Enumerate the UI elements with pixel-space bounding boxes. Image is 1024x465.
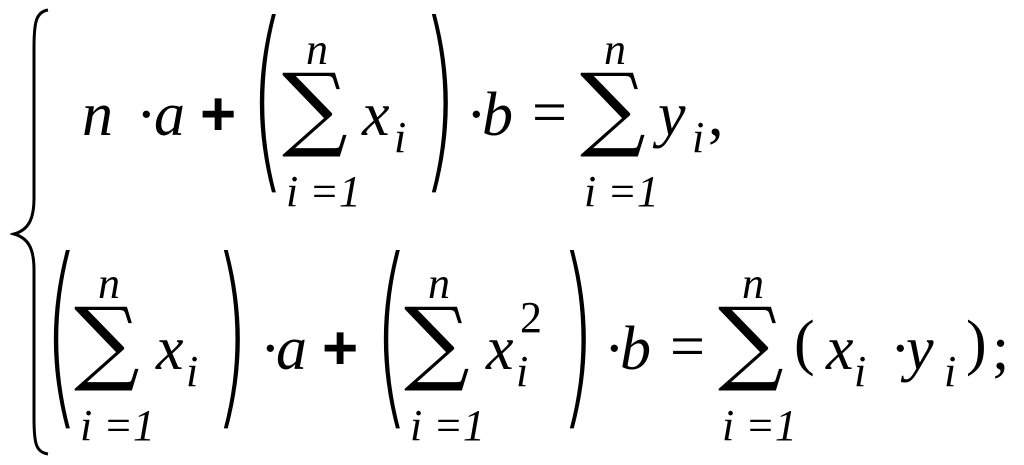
dot-operator: · — [136, 81, 157, 149]
dot-operator: · — [260, 315, 281, 383]
dot-operator: · — [890, 315, 911, 383]
var-y: y — [906, 315, 934, 383]
plus-operator: + — [200, 80, 237, 149]
plus-operator: + — [322, 314, 359, 383]
comma: , — [708, 81, 724, 149]
sum-symbol: ∑ — [718, 288, 784, 395]
dot-operator: · — [604, 315, 625, 383]
subscript-i: i — [516, 347, 529, 396]
equals-sign: = — [670, 313, 705, 381]
subscript-i: i — [394, 113, 407, 162]
var-x: x — [486, 315, 514, 383]
var-x: x — [156, 315, 184, 383]
var-x: x — [362, 81, 390, 149]
sum-upper-limit: n — [306, 25, 328, 74]
sum-symbol: ∑ — [282, 54, 348, 161]
var-x: x — [826, 315, 854, 383]
var-n: n — [82, 81, 113, 149]
var-a: a — [276, 315, 307, 383]
right-paren: ) — [214, 217, 250, 450]
sum-lower-limit: i =1 — [584, 167, 659, 216]
left-paren: ( — [794, 309, 815, 377]
sum-symbol: ∑ — [404, 288, 470, 395]
sum-upper-limit: n — [742, 259, 764, 308]
sum-lower-limit: i =1 — [80, 401, 155, 450]
left-paren: ( — [374, 217, 410, 450]
sum-upper-limit: n — [604, 25, 626, 74]
sum-upper-limit: n — [428, 259, 450, 308]
subscript-i: i — [944, 347, 957, 396]
sum-lower-limit: i =1 — [286, 167, 361, 216]
subscript-i: i — [186, 347, 199, 396]
superscript-2: 2 — [520, 293, 542, 342]
sum-symbol: ∑ — [74, 288, 140, 395]
dot-operator: · — [466, 81, 487, 149]
subscript-i: i — [854, 347, 867, 396]
right-paren: ) — [966, 309, 987, 377]
var-a: a — [154, 81, 185, 149]
var-b: b — [482, 81, 513, 149]
var-y: y — [658, 81, 686, 149]
subscript-i: i — [692, 113, 705, 162]
left-brace — [10, 8, 49, 456]
sum-lower-limit: i =1 — [410, 401, 485, 450]
right-paren: ) — [422, 0, 458, 214]
sum-symbol: ∑ — [580, 54, 646, 161]
left-paren: ( — [44, 217, 80, 450]
sum-lower-limit: i =1 — [722, 401, 797, 450]
left-paren: ( — [250, 0, 286, 214]
sum-upper-limit: n — [98, 259, 120, 308]
semicolon: ; — [992, 315, 1010, 383]
var-b: b — [620, 315, 651, 383]
equals-sign: = — [532, 79, 567, 147]
right-paren: ) — [560, 217, 596, 450]
